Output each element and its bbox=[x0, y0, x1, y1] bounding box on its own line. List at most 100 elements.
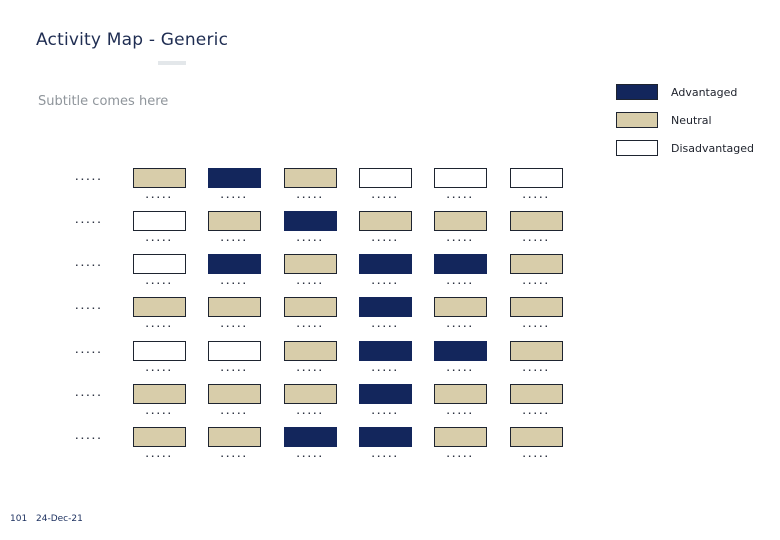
cell-placeholder-label: ..... bbox=[371, 191, 400, 200]
cell-placeholder-label: ..... bbox=[446, 320, 475, 329]
activity-box-neutral bbox=[284, 341, 337, 361]
activity-box-neutral bbox=[359, 211, 412, 231]
legend-item-neutral: Neutral bbox=[616, 112, 712, 128]
activity-box-neutral bbox=[434, 427, 487, 447]
activity-box-advantaged bbox=[359, 254, 412, 274]
activity-box-disadvantaged bbox=[510, 168, 563, 188]
grid-cell: ..... bbox=[510, 297, 563, 329]
activity-box-neutral bbox=[510, 254, 563, 274]
grid-cell: ..... bbox=[510, 384, 563, 416]
page-subtitle: Subtitle comes here bbox=[38, 94, 169, 109]
activity-box-advantaged bbox=[359, 384, 412, 404]
grid-row: ................................... bbox=[0, 384, 780, 427]
grid-cell: ..... bbox=[133, 211, 186, 243]
cell-placeholder-label: ..... bbox=[220, 234, 249, 243]
cell-placeholder-label: ..... bbox=[371, 450, 400, 459]
activity-box-neutral bbox=[284, 384, 337, 404]
cell-placeholder-label: ..... bbox=[296, 450, 325, 459]
cell-placeholder-label: ..... bbox=[296, 407, 325, 416]
grid-cell: ..... bbox=[434, 254, 487, 286]
page-number: 101 bbox=[10, 514, 28, 524]
legend-label-advantaged: Advantaged bbox=[671, 85, 738, 99]
grid-cell: ..... bbox=[208, 427, 261, 459]
activity-box-advantaged bbox=[208, 254, 261, 274]
activity-box-neutral bbox=[208, 211, 261, 231]
grid-cell: ..... bbox=[284, 341, 337, 373]
grid-cell: ..... bbox=[284, 211, 337, 243]
grid-cell: ..... bbox=[284, 427, 337, 459]
cell-placeholder-label: ..... bbox=[371, 364, 400, 373]
cell-placeholder-label: ..... bbox=[371, 234, 400, 243]
cell-placeholder-label: ..... bbox=[220, 277, 249, 286]
row-placeholder-label: ..... bbox=[75, 432, 103, 441]
activity-box-advantaged bbox=[208, 168, 261, 188]
cell-placeholder-label: ..... bbox=[296, 234, 325, 243]
grid-cell: ..... bbox=[133, 254, 186, 286]
grid-cell: ..... bbox=[434, 341, 487, 373]
cell-placeholder-label: ..... bbox=[522, 320, 551, 329]
activity-box-neutral bbox=[284, 297, 337, 317]
activity-box-advantaged bbox=[359, 427, 412, 447]
activity-box-advantaged bbox=[284, 211, 337, 231]
legend-swatch-advantaged bbox=[616, 84, 658, 100]
grid-cell: ..... bbox=[434, 211, 487, 243]
grid-cell: ..... bbox=[434, 384, 487, 416]
grid-cell: ..... bbox=[434, 297, 487, 329]
activity-box-neutral bbox=[133, 168, 186, 188]
activity-box-neutral bbox=[510, 341, 563, 361]
grid-cell: ..... bbox=[133, 384, 186, 416]
activity-box-advantaged bbox=[434, 254, 487, 274]
cell-placeholder-label: ..... bbox=[446, 191, 475, 200]
page-title: Activity Map - Generic bbox=[36, 30, 229, 50]
activity-box-disadvantaged bbox=[133, 211, 186, 231]
activity-box-neutral bbox=[284, 254, 337, 274]
cell-placeholder-label: ..... bbox=[296, 364, 325, 373]
cell-placeholder-label: ..... bbox=[522, 364, 551, 373]
cell-placeholder-label: ..... bbox=[371, 277, 400, 286]
legend-swatch-disadvantaged bbox=[616, 140, 658, 156]
grid-cell: ..... bbox=[510, 341, 563, 373]
activity-box-neutral bbox=[133, 384, 186, 404]
row-placeholder-label: ..... bbox=[75, 216, 103, 225]
grid-cell: ..... bbox=[133, 168, 186, 200]
row-placeholder-label: ..... bbox=[75, 302, 103, 311]
cell-placeholder-label: ..... bbox=[522, 191, 551, 200]
grid-cell: ..... bbox=[359, 341, 412, 373]
grid-cell: ..... bbox=[434, 427, 487, 459]
grid-cell: ..... bbox=[208, 168, 261, 200]
grid-row: ................................... bbox=[0, 297, 780, 340]
grid-row: ................................... bbox=[0, 211, 780, 254]
activity-box-neutral bbox=[133, 297, 186, 317]
grid-cell: ..... bbox=[359, 254, 412, 286]
activity-box-disadvantaged bbox=[133, 254, 186, 274]
activity-box-neutral bbox=[510, 297, 563, 317]
grid-cell: ..... bbox=[510, 427, 563, 459]
cell-placeholder-label: ..... bbox=[145, 320, 174, 329]
cell-placeholder-label: ..... bbox=[145, 277, 174, 286]
activity-box-neutral bbox=[208, 427, 261, 447]
cell-placeholder-label: ..... bbox=[522, 450, 551, 459]
cell-placeholder-label: ..... bbox=[296, 320, 325, 329]
cell-placeholder-label: ..... bbox=[446, 450, 475, 459]
activity-box-neutral bbox=[434, 384, 487, 404]
footer-date: 24-Dec-21 bbox=[36, 514, 83, 524]
activity-box-neutral bbox=[510, 384, 563, 404]
grid-cell: ..... bbox=[284, 254, 337, 286]
cell-placeholder-label: ..... bbox=[522, 234, 551, 243]
activity-box-neutral bbox=[434, 211, 487, 231]
grid-cell: ..... bbox=[359, 168, 412, 200]
activity-box-disadvantaged bbox=[208, 341, 261, 361]
activity-box-disadvantaged bbox=[434, 168, 487, 188]
activity-box-advantaged bbox=[359, 297, 412, 317]
grid-cell: ..... bbox=[133, 341, 186, 373]
grid-row: ................................... bbox=[0, 341, 780, 384]
activity-box-advantaged bbox=[359, 341, 412, 361]
legend-label-disadvantaged: Disadvantaged bbox=[671, 141, 754, 155]
cell-placeholder-label: ..... bbox=[220, 191, 249, 200]
grid-row: ................................... bbox=[0, 168, 780, 211]
activity-box-neutral bbox=[510, 211, 563, 231]
grid-row: ................................... bbox=[0, 427, 780, 470]
cell-placeholder-label: ..... bbox=[522, 407, 551, 416]
